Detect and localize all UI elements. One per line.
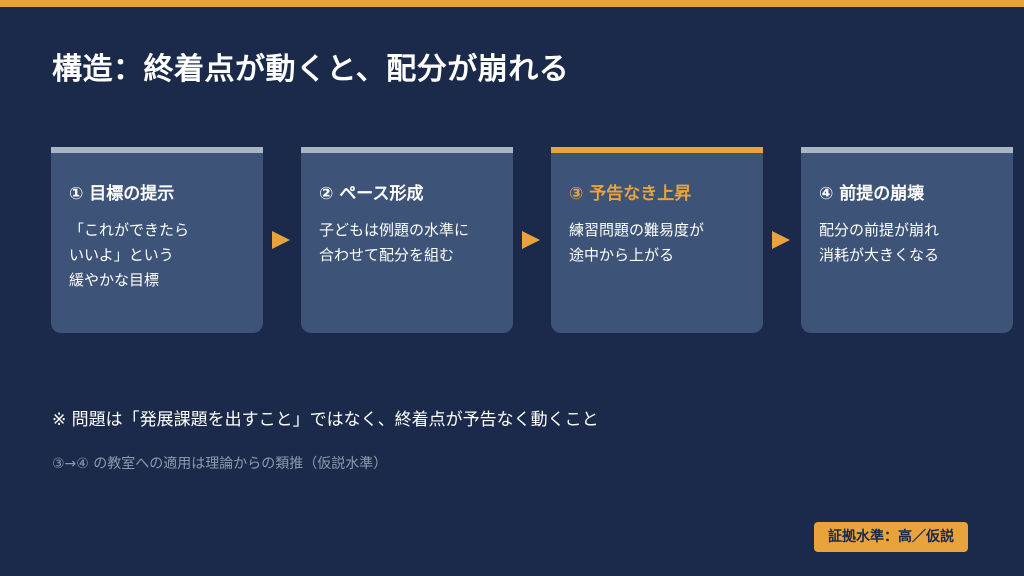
flow-arrow-icon [522,231,540,249]
step-line: 配分の前提が崩れ [819,221,940,239]
step-line: 緩やかな目標 [69,271,160,289]
step-title: ③ 予告なき上昇 [569,184,692,204]
step-line: 合わせて配分を組む [319,246,455,264]
hypothesis-note: ③→④ の教室への適用は理論からの類推（仮説水準） [52,456,388,472]
step-title: ④ 前提の崩壊 [819,184,925,204]
card-top-strip [551,147,763,153]
process-flow: ① 目標の提示 「これができたら いいよ」という 緩やかな目標 ② ペース形成 … [51,147,1013,333]
step-line: 途中から上がる [569,246,675,264]
flow-arrow-icon [272,231,290,249]
card-top-strip [51,147,263,153]
step-card-goal: ① 目標の提示 「これができたら いいよ」という 緩やかな目標 [51,147,263,333]
step-line: 消耗が大きくなる [819,246,940,264]
step-line: 子どもは例題の水準に [319,221,470,239]
step-card-collapse: ④ 前提の崩壊 配分の前提が崩れ 消耗が大きくなる [801,147,1013,333]
key-note: ※ 問題は「発展課題を出すこと」ではなく、終着点が予告なく動くこと [52,410,599,430]
step-line: 練習問題の難易度が [569,221,705,239]
step-description: 「これができたら いいよ」という 緩やかな目標 [69,218,245,293]
step-description: 子どもは例題の水準に 合わせて配分を組む [319,218,495,268]
step-card-rise: ③ 予告なき上昇 練習問題の難易度が 途中から上がる [551,147,763,333]
step-line: 「これができたら [69,221,190,239]
card-top-strip [301,147,513,153]
flow-arrow-icon [772,231,790,249]
step-line: いいよ」という [69,246,174,264]
step-title: ① 目標の提示 [69,184,175,204]
step-description: 練習問題の難易度が 途中から上がる [569,218,745,268]
slide-title: 構造：終着点が動くと、配分が崩れる [52,52,570,87]
step-title: ② ペース形成 [319,184,424,204]
step-card-pace: ② ペース形成 子どもは例題の水準に 合わせて配分を組む [301,147,513,333]
evidence-level-badge: 証拠水準：高／仮説 [814,522,968,552]
card-top-strip [801,147,1013,153]
top-accent-bar [0,0,1024,7]
step-description: 配分の前提が崩れ 消耗が大きくなる [819,218,995,268]
